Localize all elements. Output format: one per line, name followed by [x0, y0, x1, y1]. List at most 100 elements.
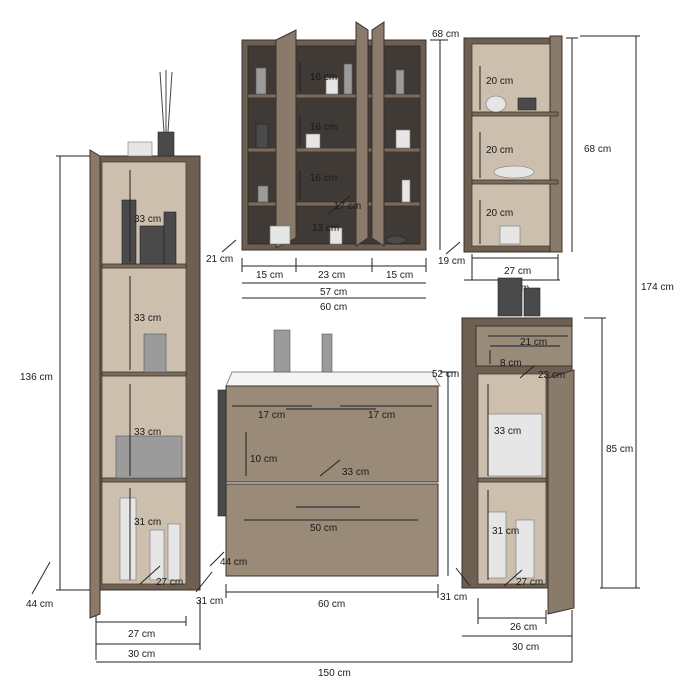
wall-shelf-top-label: 20 cm [486, 76, 513, 87]
mirror-height-label: 68 cm [432, 29, 459, 40]
soap-dispenser-item [273, 329, 291, 373]
low-height-label: 85 cm [606, 444, 633, 455]
total-height-label: 174 cm [641, 282, 674, 293]
box-item [517, 97, 537, 111]
towel-stack-item [487, 413, 543, 477]
tall-depth-label: 44 cm [26, 599, 53, 610]
bottle-item [343, 63, 353, 95]
bottle-item [395, 69, 405, 95]
tall-shelf-3-label: 33 cm [134, 427, 161, 438]
mirror-cabinet: 16 cm 16 cm 16 cm 17 cm 13 cm 68 cm 21 c… [206, 21, 459, 313]
bottle-item [149, 529, 165, 581]
mirror-shelf-low-label: 16 cm [310, 173, 337, 184]
low-width-label: 30 cm [512, 642, 539, 653]
box-item [127, 141, 153, 157]
bottle-item [121, 199, 137, 265]
tall-cabinet-door [89, 149, 101, 619]
mirror-left-door-label: 15 cm [256, 270, 283, 281]
wall-height-label: 68 cm [584, 144, 611, 155]
vanity-unit: 17 cm 17 cm 10 cm 33 cm 50 cm 52 cm 44 c… [209, 329, 459, 610]
basin-top [225, 371, 441, 387]
wall-cabinet-door [549, 35, 563, 253]
low-depth-label: 31 cm [440, 592, 467, 603]
bottle-item [257, 185, 269, 203]
tall-shelf [101, 371, 187, 377]
jar-item [139, 225, 165, 265]
wall-shelf [471, 179, 559, 185]
vanity-drawer-depth-label: 33 cm [342, 467, 369, 478]
basket-item [493, 165, 535, 179]
wall-shelf [471, 111, 559, 117]
towel-item [217, 389, 227, 517]
jar-item [497, 277, 523, 317]
tall-shelf [101, 477, 187, 483]
bottle-item [515, 519, 535, 579]
mirror-shelf-top-label: 16 cm [310, 72, 337, 83]
bottle-item [163, 211, 177, 265]
vanity-drawer-left-label: 17 cm [258, 410, 285, 421]
vanity-drawer-height-label: 10 cm [250, 454, 277, 465]
vanity-depth-label: 44 cm [220, 557, 247, 568]
mirror-right-door-label: 15 cm [386, 270, 413, 281]
wall-depth-label: 19 cm [438, 256, 465, 267]
tall-shelf-4-label: 31 cm [134, 517, 161, 528]
cup-item [143, 333, 167, 373]
mirror-shelf [247, 201, 421, 207]
mirror-center-door-b [371, 21, 385, 247]
towel-roll-item [119, 497, 137, 581]
faucet-item [321, 333, 333, 373]
bowl-item [485, 95, 507, 113]
vase-item [395, 129, 411, 149]
towel-item [269, 225, 291, 245]
mirror-shelf-mid-label: 16 cm [310, 122, 337, 133]
mirror-depth-label: 21 cm [206, 254, 233, 265]
mirror-inner-width-label: 57 cm [320, 287, 347, 298]
low-cabinet-door [547, 369, 575, 615]
basket-item [115, 435, 183, 479]
tall-width-label: 30 cm [128, 649, 155, 660]
low-drawer-width-label: 21 cm [520, 337, 547, 348]
bottle-item [167, 523, 181, 581]
diffuser-item [157, 131, 175, 157]
tall-depth-inner-label: 27 cm [156, 577, 183, 588]
bottle-item [487, 511, 507, 579]
low-shelf-upper-label: 33 cm [494, 426, 521, 437]
bottle-item [401, 179, 411, 203]
plant-pot-item [499, 225, 521, 245]
vanity-height-label: 52 cm [432, 369, 459, 380]
wall-shelf-low-label: 20 cm [486, 208, 513, 219]
tall-cabinet: 33 cm 33 cm 33 cm 31 cm 27 cm 136 cm 44 … [20, 70, 223, 660]
vanity-drawer-bottom [225, 483, 439, 577]
jar-item [329, 227, 343, 245]
low-shelf [477, 477, 547, 483]
low-inner-width-label: 26 cm [510, 622, 537, 633]
wall-cabinet: 20 cm 20 cm 20 cm 68 cm 19 cm 27 cm 30 c… [438, 35, 611, 294]
mirror-depth-inner-label: 17 cm [334, 201, 361, 212]
vanity-lower-width-label: 50 cm [310, 523, 337, 534]
tall-shelf [101, 263, 187, 269]
tall-side-depth-label: 31 cm [196, 596, 223, 607]
low-shelf-lower-label: 31 cm [492, 526, 519, 537]
low-cabinet: 21 cm 8 cm 23 cm 33 cm 31 cm 27 cm 85 cm… [440, 277, 633, 662]
low-depth-inner-label: 27 cm [516, 577, 543, 588]
bottle-item [255, 67, 267, 95]
diffuser-stick [159, 71, 165, 133]
low-drawer-height-label: 8 cm [500, 358, 522, 369]
wall-cabinet-interior [471, 43, 559, 247]
mirror-shelf [247, 147, 421, 153]
overall-width-label: 150 cm [318, 668, 351, 679]
wall-inner-width-label: 27 cm [504, 266, 531, 277]
vanity-drawer-right-label: 17 cm [368, 410, 395, 421]
candle-item [523, 287, 541, 317]
mirror-left-door [275, 29, 297, 249]
mirror-width-label: 60 cm [320, 302, 347, 313]
jar-item [305, 133, 321, 149]
mirror-center-door-label: 23 cm [318, 270, 345, 281]
tall-shelf-2-label: 33 cm [134, 313, 161, 324]
jar-item [325, 77, 339, 95]
tall-shelf-1-label: 33 cm [134, 214, 161, 225]
mirror-center-door-a [355, 21, 369, 247]
mirror-shelf [247, 93, 421, 99]
tall-height-label: 136 cm [20, 372, 53, 383]
